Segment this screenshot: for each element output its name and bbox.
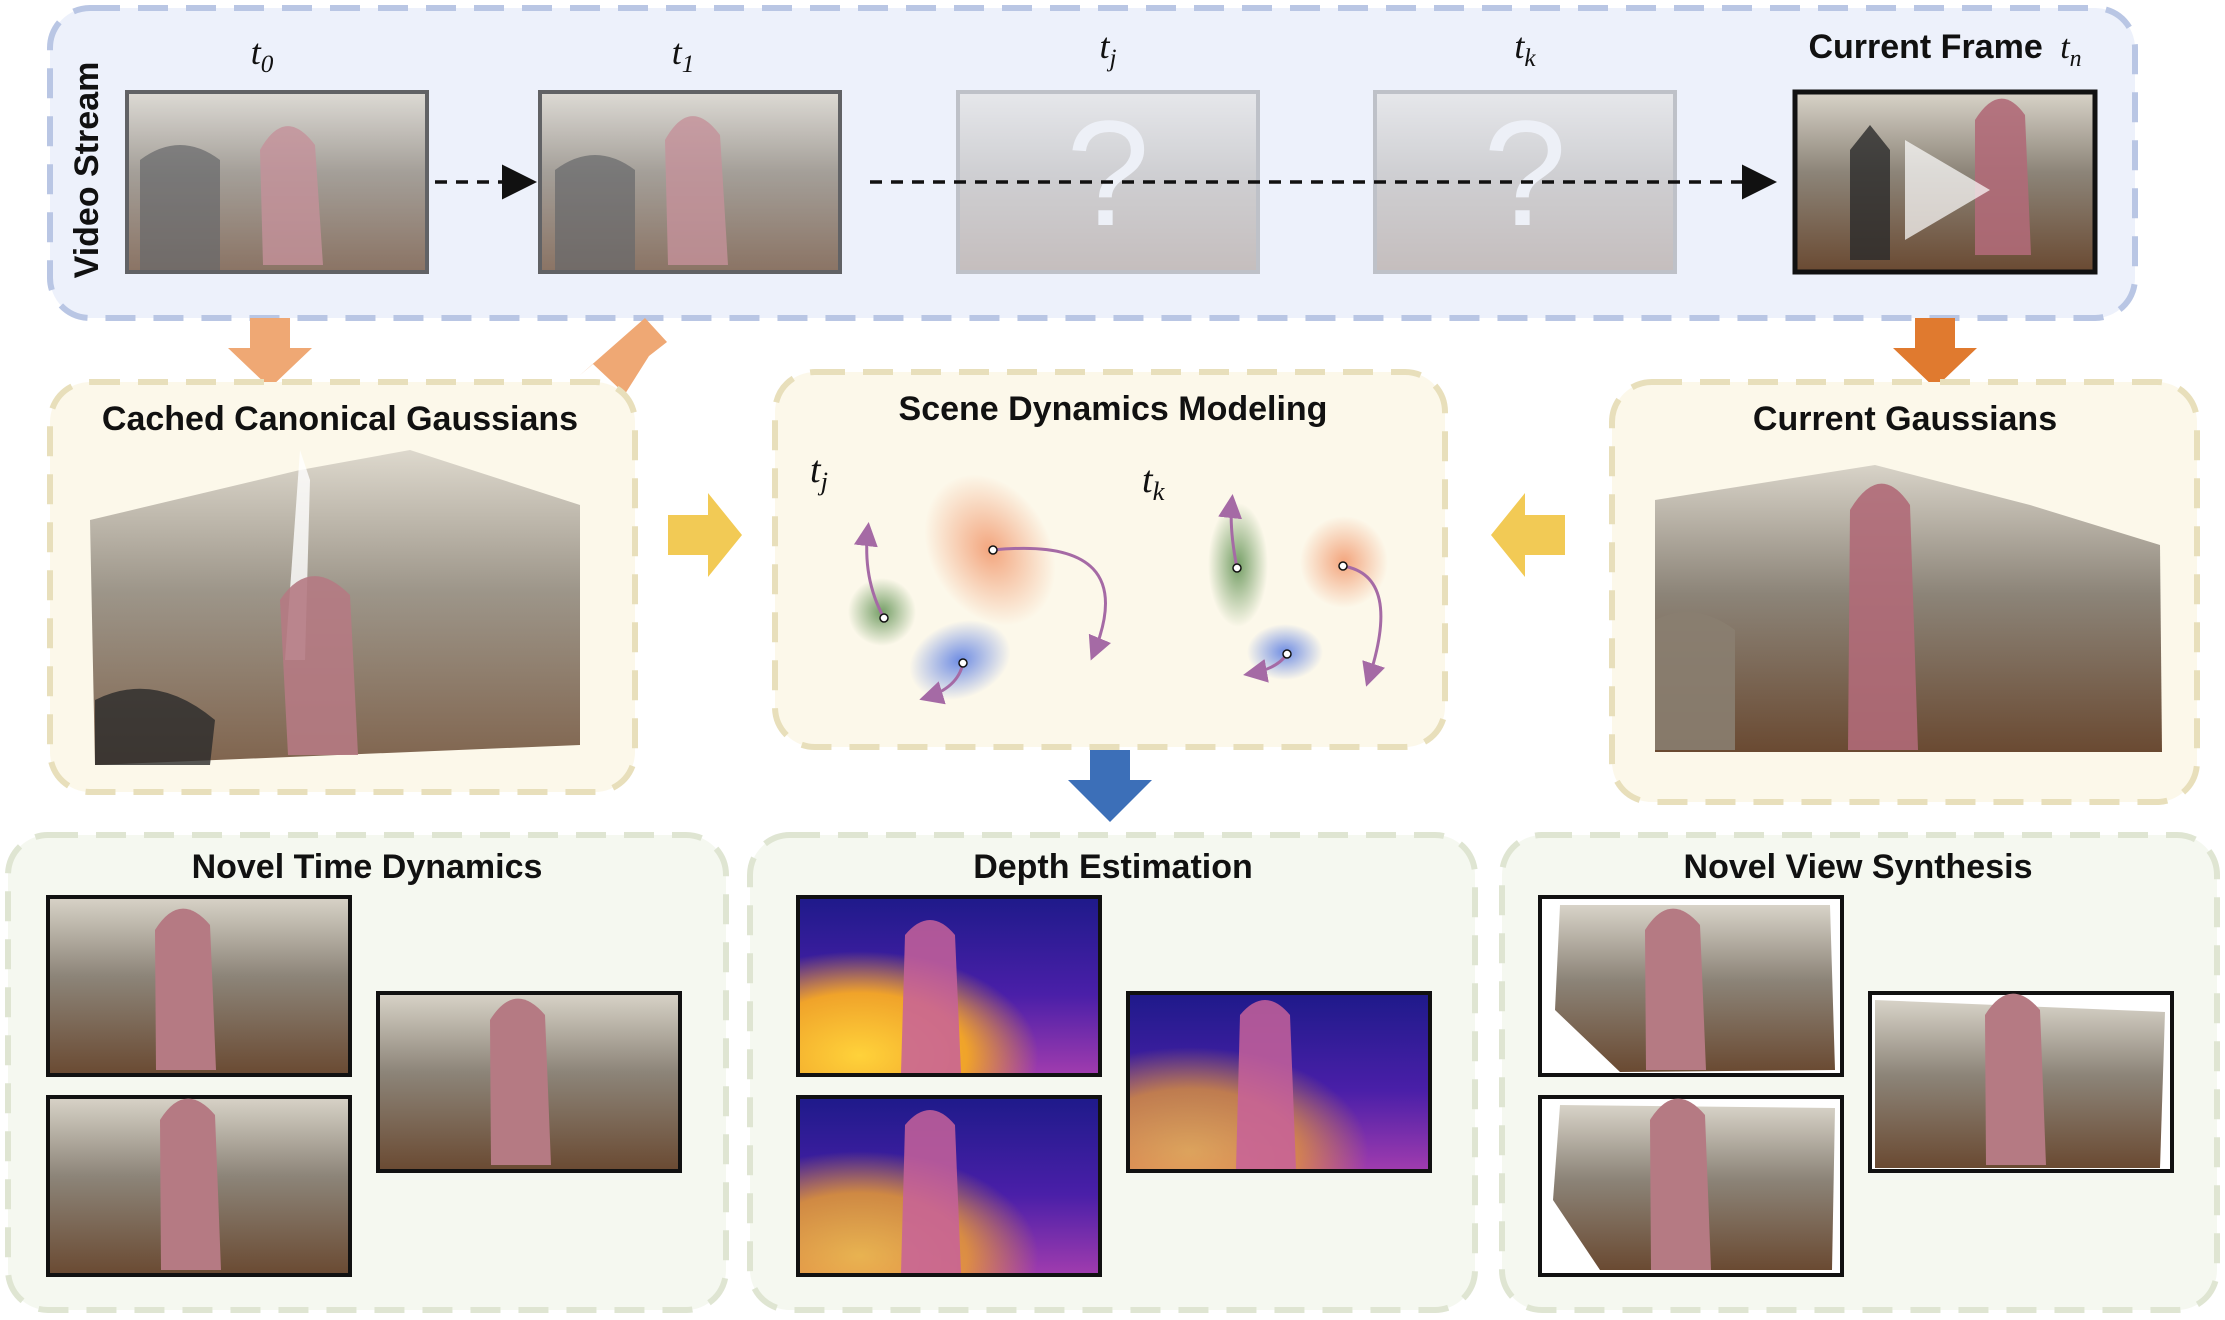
time-label-tk: tk xyxy=(1514,26,1536,72)
novel-time-title: Novel Time Dynamics xyxy=(192,848,543,886)
down-arrow-icon xyxy=(1893,318,1977,388)
depth-map-1 xyxy=(796,895,1102,1077)
cached-gaussians-title: Cached Canonical Gaussians xyxy=(102,400,578,438)
right-arrow-icon xyxy=(668,493,742,577)
video-stream-label: Video Stream xyxy=(68,62,106,279)
depth-map-3 xyxy=(1126,991,1432,1173)
unknown-frame-icon: ? xyxy=(1483,89,1566,257)
trajectory xyxy=(1218,494,1243,569)
scene-dynamics-panel: Scene Dynamics Modeling tj tk xyxy=(772,369,1448,750)
novel-time-panel: Novel Time Dynamics xyxy=(5,832,729,1313)
current-gaussians-title: Current Gaussians xyxy=(1753,400,2057,438)
cached-gaussians-panel: Cached Canonical Gaussians xyxy=(47,379,638,795)
time-label-tj: tj xyxy=(1099,26,1116,72)
video-stream-panel: Video Stream ? ? xyxy=(47,5,2138,321)
novel-view-render-1 xyxy=(1538,895,1844,1077)
play-icon xyxy=(1905,140,1990,240)
trajectory xyxy=(853,522,886,619)
trajectory xyxy=(992,546,1111,661)
depth-map-2 xyxy=(796,1095,1102,1277)
trajectory xyxy=(1342,564,1386,687)
current-frame-label: Current Frame tn xyxy=(1808,28,2081,72)
time-label-t1: t1 xyxy=(672,32,695,78)
novel-view-render-2 xyxy=(1538,1095,1844,1277)
time-label-t0: t0 xyxy=(251,32,274,78)
unknown-frame-icon: ? xyxy=(1066,89,1149,257)
left-arrow-icon xyxy=(1491,493,1565,577)
current-gaussians-panel: Current Gaussians xyxy=(1609,379,2200,805)
scene-dynamics-title: Scene Dynamics Modeling xyxy=(899,390,1328,428)
dynamics-time-tj: tj xyxy=(810,449,828,496)
novel-time-render-3 xyxy=(376,991,682,1173)
down-arrow-icon xyxy=(1068,750,1152,822)
down-arrow-icon xyxy=(228,318,312,388)
depth-title: Depth Estimation xyxy=(973,848,1253,886)
current-gaussians-render xyxy=(1655,465,2162,752)
dynamics-time-tk: tk xyxy=(1142,459,1166,506)
depth-panel: Depth Estimation xyxy=(747,832,1478,1313)
novel-view-render-3 xyxy=(1868,991,2174,1173)
frame-tn xyxy=(1792,89,2098,275)
novel-view-panel: Novel View Synthesis xyxy=(1499,832,2220,1313)
novel-view-title: Novel View Synthesis xyxy=(1684,848,2033,886)
novel-time-render-1 xyxy=(46,895,352,1077)
diagonal-arrow-icon xyxy=(579,318,667,394)
frame-t1 xyxy=(538,90,842,274)
cached-gaussians-render xyxy=(90,450,580,765)
frame-t0 xyxy=(125,90,429,274)
novel-time-render-2 xyxy=(46,1095,352,1277)
